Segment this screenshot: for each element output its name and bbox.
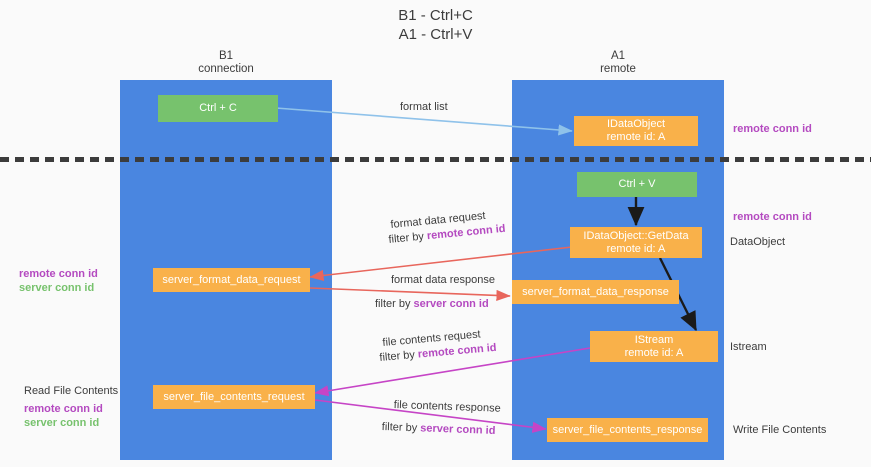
annotation-left-mid-remote-conn-id: remote conn id [19, 268, 98, 280]
filter-value-server-conn-id: server conn id [420, 422, 496, 437]
annotation-left-bot-server-conn-id: server conn id [24, 417, 100, 429]
annotation-left-bot-remote-conn-id: remote conn id [24, 403, 103, 415]
box-ctrl-c-label: Ctrl + C [199, 102, 237, 114]
annotation-left-mid-server-conn-id: server conn id [19, 282, 95, 294]
box-server-format-data-response[interactable]: server_format_data_response [512, 280, 679, 304]
column-header-a1: A1 remote [512, 50, 724, 76]
box-idataobject-remote[interactable]: IDataObject remote id: A [574, 116, 698, 146]
annotation-right-write-file-contents: Write File Contents [733, 424, 827, 436]
box-server-file-contents-request[interactable]: server_file_contents_request [153, 385, 315, 409]
column-header-b1: B1 connection [120, 50, 332, 76]
annotation-left-read-file-contents: Read File Contents [24, 385, 119, 397]
box-server-format-data-request[interactable]: server_format_data_request [153, 268, 310, 292]
filter-prefix: filter by [381, 421, 421, 435]
title-line-1: B1 - Ctrl+C [398, 7, 473, 24]
box-server-format-data-request-label: server_format_data_request [162, 273, 301, 286]
box-istream-line1: IStream [634, 333, 674, 346]
phase-divider [0, 157, 871, 162]
column-header-b1-name: B1 [218, 50, 234, 62]
arrow-format-data-response [309, 287, 511, 302]
edge-label-file-contents-response-filter: filter by server conn id [382, 421, 496, 438]
filter-prefix: filter by [375, 298, 414, 310]
box-server-file-contents-response-label: server_file_contents_response [552, 423, 703, 436]
box-getdata[interactable]: IDataObject::GetData remote id: A [570, 227, 702, 258]
column-header-a1-name: A1 [610, 50, 626, 62]
box-istream[interactable]: IStream remote id: A [590, 331, 718, 362]
annotation-right-data-object: DataObject [730, 236, 786, 248]
title-line-2: A1 - Ctrl+V [398, 26, 473, 43]
column-header-a1-sub: remote [600, 63, 636, 75]
box-ctrl-v[interactable]: Ctrl + V [577, 172, 697, 197]
box-idataobject-remote-line1: IDataObject [606, 118, 666, 130]
filter-value-server-conn-id: server conn id [413, 298, 489, 310]
box-server-format-data-response-label: server_format_data_response [522, 285, 669, 298]
edge-label-format-data-response-filter: filter by server conn id [375, 298, 489, 311]
edge-label-format-list: format list [400, 101, 448, 113]
edge-label-format-data-response: format data response [391, 274, 495, 286]
box-server-file-contents-response[interactable]: server_file_contents_response [547, 418, 708, 442]
box-ctrl-v-label: Ctrl + V [618, 178, 656, 190]
box-idataobject-remote-line2: remote id: A [606, 131, 666, 143]
annotation-right-istream: Istream [730, 341, 767, 353]
box-server-file-contents-request-label: server_file_contents_request [163, 390, 305, 403]
box-getdata-line1: IDataObject::GetData [583, 229, 689, 242]
annotation-right-mid-remote-conn-id: remote conn id [733, 211, 812, 223]
box-istream-line2: remote id: A [624, 346, 684, 359]
box-ctrl-c[interactable]: Ctrl + C [158, 95, 278, 122]
column-header-b1-sub: connection [198, 63, 254, 75]
filter-prefix: filter by [379, 348, 419, 364]
annotation-right-top-remote-conn-id: remote conn id [733, 123, 812, 135]
edge-label-file-contents-response: file contents response [393, 399, 501, 415]
filter-prefix: filter by [388, 230, 428, 246]
diagram-title: B1 - Ctrl+C A1 - Ctrl+V [0, 6, 871, 44]
box-getdata-line2: remote id: A [606, 242, 666, 255]
